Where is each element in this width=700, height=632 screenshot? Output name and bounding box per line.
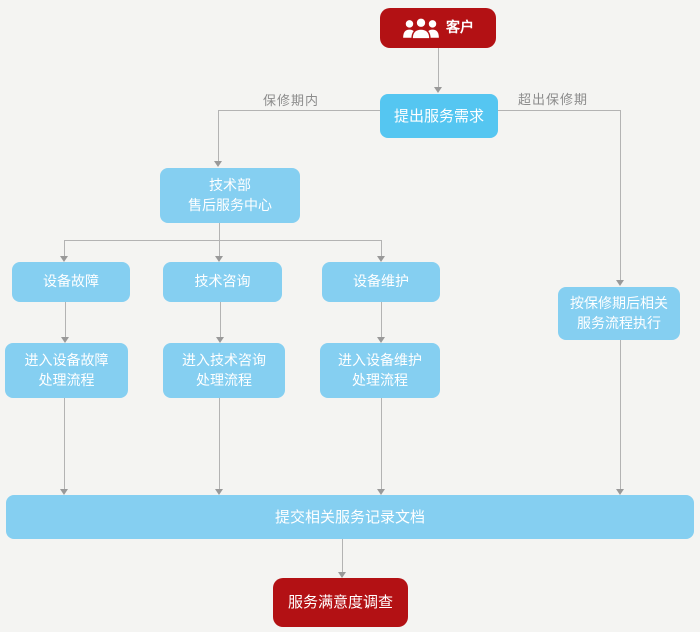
arrowhead-into-consult — [215, 256, 223, 262]
connector-into-fault — [64, 240, 65, 256]
arrowhead-into-maintain-process — [377, 337, 385, 343]
connector-request-postwarranty — [620, 110, 621, 280]
connector-maintainprocess-docs — [381, 398, 382, 489]
node-customer-label: 客户 — [446, 19, 474, 36]
arrowhead-into-postwarranty — [616, 280, 624, 286]
node-maintain: 设备维护 — [322, 262, 440, 302]
node-survey: 服务满意度调查 — [273, 578, 408, 627]
connector-split-horizontal — [64, 240, 382, 241]
connector-consult-process — [220, 302, 221, 337]
connector-into-consult — [219, 240, 220, 256]
arrowhead-into-techdept — [214, 161, 222, 167]
node-tech-dept: 技术部 售后服务中心 — [160, 168, 300, 223]
node-customer: 客户 — [380, 8, 496, 48]
connector-faultprocess-docs — [64, 398, 65, 489]
node-maintain-process: 进入设备维护 处理流程 — [320, 343, 440, 398]
arrowhead-into-survey — [338, 572, 346, 578]
node-post-warranty: 按保修期后相关 服务流程执行 — [558, 287, 680, 340]
arrowhead-into-maintain — [377, 256, 385, 262]
connector-fault-process — [65, 302, 66, 337]
node-consult: 技术咨询 — [163, 262, 282, 302]
arrowhead-docs-1 — [60, 489, 68, 495]
arrowhead-docs-2 — [215, 489, 223, 495]
arrowhead-into-consult-process — [216, 337, 224, 343]
node-consult-process: 进入技术咨询 处理流程 — [163, 343, 285, 398]
connector-postwarranty-docs — [620, 340, 621, 489]
connector-customer-request — [438, 48, 439, 87]
connector-request-techdept — [218, 110, 219, 161]
connector-consultprocess-docs — [219, 398, 220, 489]
node-submit-docs: 提交相关服务记录文档 — [6, 495, 694, 539]
connector-docs-survey — [342, 539, 343, 572]
arrowhead-into-request — [434, 87, 442, 93]
connector-maintain-process — [381, 302, 382, 337]
node-request: 提出服务需求 — [380, 94, 498, 138]
edge-label-out-of-warranty: 超出保修期 — [518, 92, 589, 107]
edge-label-in-warranty: 保修期内 — [263, 93, 320, 108]
node-fault: 设备故障 — [12, 262, 130, 302]
people-group-icon — [402, 16, 440, 41]
arrowhead-docs-3 — [377, 489, 385, 495]
arrowhead-into-fault — [60, 256, 68, 262]
arrowhead-into-fault-process — [61, 337, 69, 343]
node-fault-process: 进入设备故障 处理流程 — [5, 343, 128, 398]
connector-techdept-down — [219, 223, 220, 240]
arrowhead-docs-4 — [616, 489, 624, 495]
connector-into-maintain — [381, 240, 382, 256]
